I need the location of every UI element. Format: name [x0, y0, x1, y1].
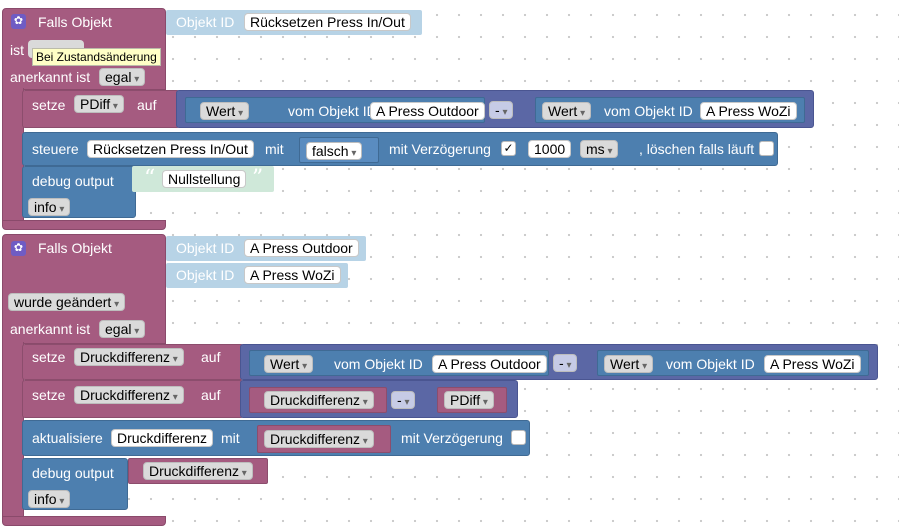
wert-block-left[interactable]: Wert vom Objekt ID A Press Outdoor — [185, 97, 485, 123]
objekt-id-block[interactable]: Objekt ID Rücksetzen Press In/Out — [166, 10, 422, 35]
tooltip: Bei Zustandsänderung — [32, 48, 161, 66]
event-block-2-footer — [2, 516, 166, 526]
wert-dropdown-right[interactable]: Wert — [604, 355, 654, 373]
trigger-dropdown[interactable]: wurde geändert — [8, 293, 126, 311]
var-block-right[interactable]: PDiff — [437, 387, 507, 413]
auf-label: auf — [137, 97, 157, 113]
objekt-field-left[interactable]: A Press Outdoor — [432, 355, 547, 373]
anerkannt-dropdown[interactable]: egal — [99, 68, 146, 86]
setze-var-dropdown[interactable]: Druckdifferenz — [74, 348, 184, 366]
anerkannt-label: anerkannt ist — [10, 321, 91, 337]
wert-block-right[interactable]: Wert vom Objekt ID A Press WoZi — [535, 97, 805, 123]
math-minus-block[interactable]: Wert vom Objekt ID A Press Outdoor - Wer… — [176, 90, 814, 128]
vom-objekt-label-right: vom Objekt ID — [604, 103, 693, 119]
loeschen-label: , löschen falls läuft — [639, 141, 755, 157]
debug-var-dropdown[interactable]: Druckdifferenz — [143, 462, 253, 480]
aktualisiere-mit-label: mit — [221, 430, 240, 446]
verzoegerung-checkbox[interactable] — [511, 430, 526, 445]
ist-label: ist — [10, 42, 24, 58]
gear-icon[interactable]: ✿ — [11, 241, 26, 256]
auf-label: auf — [201, 349, 221, 365]
debug-label: debug output — [32, 465, 114, 481]
operator-dropdown[interactable]: - — [391, 391, 416, 409]
falls-objekt-label: Falls Objekt — [38, 14, 112, 30]
anerkannt-dropdown[interactable]: egal — [99, 320, 146, 338]
debug-block[interactable]: debug output info — [22, 458, 128, 510]
delay-input[interactable]: 1000 — [528, 140, 572, 158]
objekt-id-field-1[interactable]: A Press Outdoor — [244, 239, 359, 257]
objekt-id-block-1[interactable]: Objekt ID A Press Outdoor — [166, 236, 366, 261]
value-var-dropdown[interactable]: Druckdifferenz — [264, 430, 374, 448]
debug-block[interactable]: debug output info — [22, 166, 136, 218]
objekt-id-block-2[interactable]: Objekt ID A Press WoZi — [166, 263, 348, 288]
event-block-1-footer — [2, 220, 166, 230]
objekt-field-left[interactable]: A Press Outdoor — [370, 102, 485, 120]
open-quote-icon: “ — [144, 166, 156, 191]
debug-level-dropdown[interactable]: info — [28, 490, 71, 508]
unit-dropdown[interactable]: ms — [580, 140, 619, 158]
debug-text-field[interactable]: Nullstellung — [162, 170, 247, 188]
setze-label: setze — [32, 97, 66, 113]
setze-label: setze — [32, 387, 66, 403]
math-minus-block[interactable]: Wert vom Objekt ID A Press Outdoor - Wer… — [240, 344, 878, 380]
aktualisiere-block[interactable]: aktualisiere Druckdifferenz mit Druckdif… — [22, 420, 530, 456]
objekt-field-right[interactable]: A Press WoZi — [700, 102, 797, 120]
objekt-id-label: Objekt ID — [176, 14, 235, 30]
anerkannt-label: anerkannt ist — [10, 69, 91, 85]
gear-icon[interactable]: ✿ — [11, 14, 26, 29]
steuere-mit-label: mit — [265, 141, 284, 157]
close-quote-icon: ” — [252, 166, 264, 191]
setze-var-dropdown[interactable]: Druckdifferenz — [74, 386, 184, 404]
steuere-block[interactable]: steuere Rücksetzen Press In/Out mit fals… — [22, 132, 778, 166]
wert-dropdown-left[interactable]: Wert — [200, 102, 250, 120]
vom-objekt-label-left: vom Objekt ID — [288, 103, 377, 119]
wert-block-left[interactable]: Wert vom Objekt ID A Press Outdoor — [249, 350, 549, 376]
event-block-1[interactable]: ✿ Falls Objekt Objekt ID Rücksetzen Pres… — [2, 8, 899, 238]
setze-var-dropdown[interactable]: PDiff — [74, 95, 124, 113]
setze-label: setze — [32, 349, 66, 365]
vom-objekt-label-left: vom Objekt ID — [334, 356, 423, 372]
setze-block[interactable]: setze PDiff auf — [22, 90, 180, 128]
objekt-id-field-2[interactable]: A Press WoZi — [244, 266, 341, 284]
mit-verzoegerung-label: mit Verzögerung — [401, 430, 503, 446]
aktualisiere-objekt-field[interactable]: Druckdifferenz — [111, 429, 214, 447]
wert-dropdown-right[interactable]: Wert — [542, 102, 592, 120]
event-block-2[interactable]: ✿ Falls Objekt Objekt ID A Press Outdoor… — [2, 234, 899, 528]
value-var-block[interactable]: Druckdifferenz — [257, 425, 391, 453]
auf-label: auf — [201, 387, 221, 403]
steuere-objekt-field[interactable]: Rücksetzen Press In/Out — [87, 140, 254, 158]
setze-block-1[interactable]: setze Druckdifferenz auf — [22, 344, 244, 380]
mit-verzoegerung-label: mit Verzögerung — [389, 141, 491, 157]
steuere-label: steuere — [32, 141, 79, 157]
objekt-id-label: Objekt ID — [176, 267, 235, 283]
aktualisiere-label: aktualisiere — [32, 430, 103, 446]
falsch-block[interactable]: falsch — [299, 137, 379, 163]
falls-objekt-label: Falls Objekt — [38, 240, 112, 256]
vom-objekt-label-right: vom Objekt ID — [666, 356, 755, 372]
text-block[interactable]: “ Nullstellung ” — [132, 166, 274, 192]
wert-block-right[interactable]: Wert vom Objekt ID A Press WoZi — [597, 350, 869, 376]
var-block-left[interactable]: Druckdifferenz — [249, 387, 387, 413]
loeschen-checkbox[interactable] — [759, 141, 774, 156]
event-block-2-spine — [2, 342, 24, 516]
math-minus-block-2[interactable]: Druckdifferenz - PDiff — [240, 380, 518, 418]
wert-dropdown-left[interactable]: Wert — [264, 355, 314, 373]
objekt-field-right[interactable]: A Press WoZi — [764, 355, 861, 373]
operator-dropdown[interactable]: - — [489, 101, 514, 119]
debug-level-dropdown[interactable]: info — [28, 198, 71, 216]
var-dropdown-right[interactable]: PDiff — [444, 391, 494, 409]
objekt-id-field[interactable]: Rücksetzen Press In/Out — [244, 13, 411, 31]
debug-var-block[interactable]: Druckdifferenz — [128, 458, 268, 484]
operator-dropdown[interactable]: - — [553, 354, 578, 372]
objekt-id-label: Objekt ID — [176, 240, 235, 256]
debug-label: debug output — [32, 173, 114, 189]
falsch-dropdown[interactable]: falsch — [306, 142, 363, 160]
var-dropdown-left[interactable]: Druckdifferenz — [264, 391, 374, 409]
event-block-1-spine — [2, 88, 24, 222]
setze-block-2[interactable]: setze Druckdifferenz auf — [22, 380, 244, 418]
verzoegerung-checkbox[interactable]: ✓ — [501, 141, 516, 156]
